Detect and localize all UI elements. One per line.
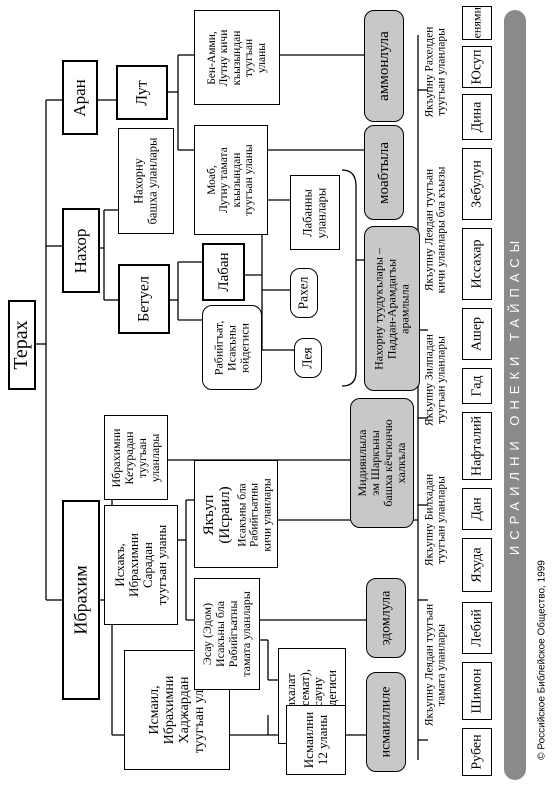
twelve-tribes-band: ИСРАИЛНИ ОНЕКИ ТАЙПАСЫ <box>504 10 526 780</box>
ishmael-12-label: Исмаилни 12 уланы <box>300 711 330 769</box>
ben-ammi-box: Бен-Амми, Лутну кичи къызындан туугъан у… <box>194 10 280 105</box>
tribe-zebulun: Зебулун <box>462 148 492 220</box>
ammon-label: аммонлула <box>375 31 392 101</box>
moab-label: Моаб, Лутну тамата къызындан туугъан ула… <box>206 144 256 216</box>
jacob-label: Якъуп (Исраил) <box>200 486 233 544</box>
band-label: ИСРАИЛНИ ОНЕКИ ТАЙПАСЫ <box>506 234 522 556</box>
tribe-gad: Гад <box>462 368 492 404</box>
rachel-label: Рахел <box>295 276 311 310</box>
tribe-label: Дан <box>469 497 485 521</box>
laban-sons-box: Лабанны уланлары <box>290 175 340 250</box>
moab-people-box: моабтыла <box>364 125 404 220</box>
tribe-issakhar: Иссахар <box>462 228 492 300</box>
tribe-yusup: Юсуп <box>462 46 492 88</box>
leah-label: Лея <box>299 347 315 369</box>
ibrahim-label: Ибрахим <box>70 565 91 635</box>
nahor-label: Нахор <box>70 228 90 273</box>
aran-label: Аран <box>69 78 89 117</box>
tribe-dan: Дан <box>462 488 492 530</box>
tribe-ruben: Рубен <box>462 728 492 776</box>
tribe-label: Нафталий <box>469 416 485 476</box>
edom-box: эдомлула <box>366 578 406 658</box>
esau-label: Эсау (Эдом) Исакъны бла Рабийгъатны тама… <box>200 591 253 677</box>
aran-box: Аран <box>62 60 98 135</box>
laban-label: Лабан <box>215 252 232 292</box>
lut-label: Лут <box>133 79 151 106</box>
nahor-box: Нахор <box>62 208 100 293</box>
rebekah-box: Рабийгъат, Исакъны юйдегиси <box>202 305 262 390</box>
lut-box: Лут <box>116 65 168 120</box>
rebekah-label: Рабийгъат, Исакъны юйдегиси <box>211 320 252 375</box>
group-zilpah-label: Якъупну Зилпадан туугъан уланлары <box>423 334 448 426</box>
ben-ammi-label: Бен-Амми, Лутну кичи къызындан туугъан у… <box>205 29 268 86</box>
jacob-desc-label: Исакъны бла Рабийгъатны кичи уланлары <box>236 478 274 552</box>
tribe-naftaliy: Нафталий <box>462 412 492 480</box>
group-rachel-label: Якъупну Рахелден туугъан уланлары <box>423 26 448 118</box>
leah-box: Лея <box>294 338 322 378</box>
ammon-box: аммонлула <box>364 10 404 122</box>
tribe-label: Зебулун <box>469 160 485 208</box>
nahor-other-box: Нахорну башха уланлары <box>118 128 174 234</box>
tribe-label: Дина <box>469 101 485 133</box>
isaac-label: Исхакъ, Ибрахимни Сарадан туугъан уланы <box>111 524 170 606</box>
tribe-dina: Дина <box>462 94 492 140</box>
isaac-box: Исхакъ, Ибрахимни Сарадан туугъан уланы <box>104 505 178 625</box>
terah-label: Терах <box>10 320 33 370</box>
tribe-label: Гад <box>469 375 485 397</box>
tribe-label: Иссахар <box>469 239 485 289</box>
nahor-other-label: Нахорну башха уланлары <box>131 137 160 225</box>
esau-box: Эсау (Эдом) Исакъны бла Рабийгъатны тама… <box>194 578 260 690</box>
laban-sons-label: Лабанны уланлары <box>300 187 329 238</box>
tribe-shimon: Шимон <box>462 662 492 720</box>
group-leah2-label: Якъупну Леядан туугъан кичи уланлары бла… <box>423 166 448 294</box>
ishmaelites-box: исмаиллиле <box>366 672 406 772</box>
ibrahim-box: Ибрахим <box>62 500 100 700</box>
tribe-asher: Ашер <box>462 308 492 360</box>
terah-box: Терах <box>8 300 36 390</box>
betuel-box: Бетуел <box>118 264 170 334</box>
tribe-label: Рубен <box>469 734 485 770</box>
rachel-box: Рахел <box>290 268 318 318</box>
betuel-label: Бетуел <box>135 276 153 322</box>
moab-people-label: моабтыла <box>375 141 392 204</box>
tribe-label: Ашер <box>469 316 485 352</box>
group-leah-label: Якъупну Леядан туугъан тамата уланлары <box>423 603 448 727</box>
midian-label: Мидиянлыла эм Шаркъны башха кёчгюнчю хал… <box>355 419 408 507</box>
tribe-label: Лебий <box>469 609 485 647</box>
copyright-text: © Российское Библейское Общество, 1999 <box>536 560 548 760</box>
jacob-box: Якъуп (Исраил) Исакъны бла Рабийгъатны к… <box>194 460 278 568</box>
tribe-label: Юсуп <box>469 49 485 85</box>
tribe-benyamin: Бенямин <box>462 6 492 40</box>
laban-box: Лабан <box>202 243 245 301</box>
keturah-sons-label: Ибрахимни Кетурадан туугъан уланлары <box>109 428 162 487</box>
tribe-lebiy: Лебий <box>462 602 492 654</box>
keturah-sons-box: Ибрахимни Кетурадан туугъан уланлары <box>104 415 168 500</box>
midian-box: Мидиянлыла эм Шаркъны башха кёчгюнчю хал… <box>350 398 414 528</box>
ishmael-12-box: Исмаилни 12 уланы <box>286 705 346 775</box>
nahor-desc-box: Нахорну туудукълары – Паддан-Арамдагъы а… <box>364 226 420 391</box>
ishmaelites-label: исмаиллиле <box>378 686 394 758</box>
tribe-label: Яхуда <box>469 547 485 583</box>
edom-label: эдомлула <box>378 590 394 646</box>
nahor-desc-label: Нахорну туудукълары – Паддан-Арамдагъы а… <box>371 247 412 370</box>
moab-box: Моаб, Лутну тамата къызындан туугъан ула… <box>194 125 268 235</box>
group-bilhah-label: Якъупну Билхадан туугъан уланлары <box>423 473 448 567</box>
tribe-yahuda: Яхуда <box>462 538 492 592</box>
tribe-label: Бенямин <box>469 6 484 40</box>
tribe-label: Шимон <box>469 668 485 714</box>
